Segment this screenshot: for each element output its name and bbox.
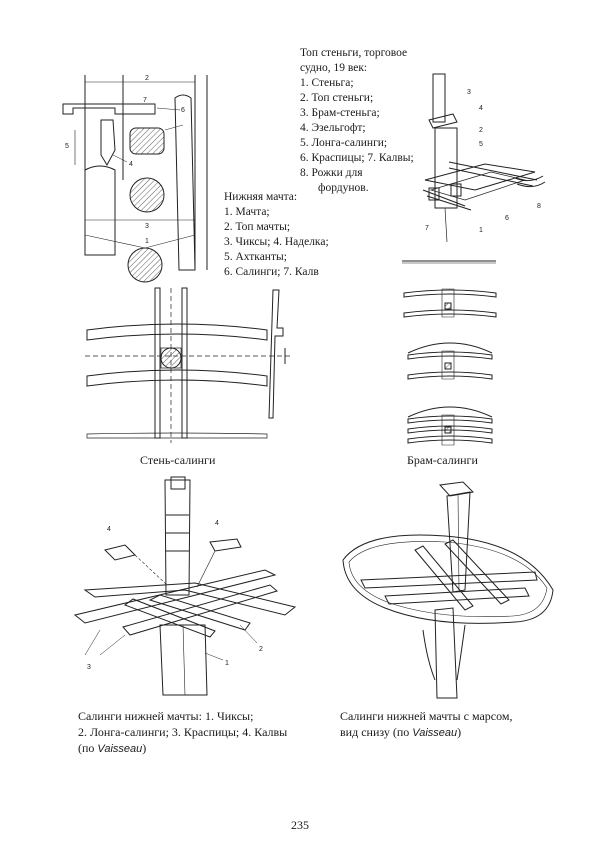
topmast-legend-title: судно, 19 век: <box>300 62 368 74</box>
lower-trestle-caption: Салинги нижней мачты: 1. Чиксы; 2. Лонга… <box>78 709 288 755</box>
lower-mast-legend-item: 1. Мачта; <box>224 206 270 218</box>
trestle-label-2: 2 <box>259 646 263 653</box>
lower-mast-top-underside-drawing <box>325 480 565 700</box>
trestle-label-4-left: 4 <box>107 526 111 533</box>
topgallant-trestle-caption: Брам-салинги <box>407 453 478 467</box>
topmast-legend-item: 1. Стеньга; <box>300 77 354 89</box>
topmast-label-6: 6 <box>505 215 509 222</box>
trestle-label-1: 1 <box>225 660 229 667</box>
lower-mast-legend: Нижняя мачта: 1. Мачта; 2. Топ мачты; 3.… <box>224 190 329 280</box>
topmast-label-4: 4 <box>479 105 483 112</box>
page-number: 235 <box>291 818 309 832</box>
lower-mast-legend-title: Нижняя мачта: <box>224 191 298 203</box>
lower-mast-legend-item: 2. Топ мачты; <box>224 221 291 233</box>
source-name: Vaisseau <box>97 743 143 755</box>
topmast-legend-item: 2. Топ стеньги; <box>300 92 374 104</box>
topmast-label-5: 5 <box>479 141 483 148</box>
topmast-label-8: 8 <box>537 203 541 210</box>
topmast-legend-item: 6. Краспицы; 7. Калвы; <box>300 152 414 164</box>
lower-mast-label-4: 4 <box>129 161 133 168</box>
lower-mast-label-2: 2 <box>145 75 149 82</box>
lower-mast-legend-item: 3. Чиксы; 4. Наделка; <box>224 236 329 248</box>
topmast-legend-item: 3. Брам-стеньга; <box>300 107 380 119</box>
topmast-label-3: 3 <box>467 89 471 96</box>
topmast-label-1: 1 <box>479 227 483 234</box>
topmast-trestle-caption: Стень-салинги <box>140 453 216 467</box>
topmast-label-7: 7 <box>425 225 429 232</box>
top-underside-caption: Салинги нижней мачты с марсом, вид снизу… <box>340 709 513 739</box>
topmast-trestle-plan <box>85 288 300 446</box>
topmast-legend: Топ стеньги, торговое судно, 19 век: 1. … <box>300 46 414 196</box>
topmast-head-drawing: 3 4 2 5 6 7 1 8 <box>405 72 555 247</box>
topmast-label-2: 2 <box>479 127 483 134</box>
trestle-label-4-right: 4 <box>215 520 219 527</box>
lower-mast-label-7: 7 <box>143 97 147 104</box>
lower-mast-label-3: 3 <box>145 223 149 230</box>
trestle-label-3: 3 <box>87 664 91 671</box>
lower-mast-legend-item: 5. Ахтканты; <box>224 251 287 263</box>
lower-mast-trestle-drawing: 4 4 3 2 1 <box>65 475 300 700</box>
topmast-legend-item: 5. Лонга-салинги; <box>300 137 388 149</box>
topmast-legend-item: 4. Эзельгофт; <box>300 122 366 134</box>
lower-mast-head-drawing: 2 7 6 5 4 3 1 <box>55 75 225 280</box>
topmast-legend-item: фордунов. <box>318 182 369 194</box>
topgallant-trestle-series <box>400 255 500 450</box>
topmast-legend-item: 8. Рожки для <box>300 167 363 179</box>
lower-mast-legend-item: 6. Салинги; 7. Калв <box>224 266 319 278</box>
lower-mast-label-1: 1 <box>145 238 149 245</box>
lower-mast-label-6: 6 <box>181 107 185 114</box>
topmast-legend-title: Топ стеньги, торговое <box>300 47 408 59</box>
source-name: Vaisseau <box>412 727 458 739</box>
lower-mast-label-5: 5 <box>65 143 69 150</box>
